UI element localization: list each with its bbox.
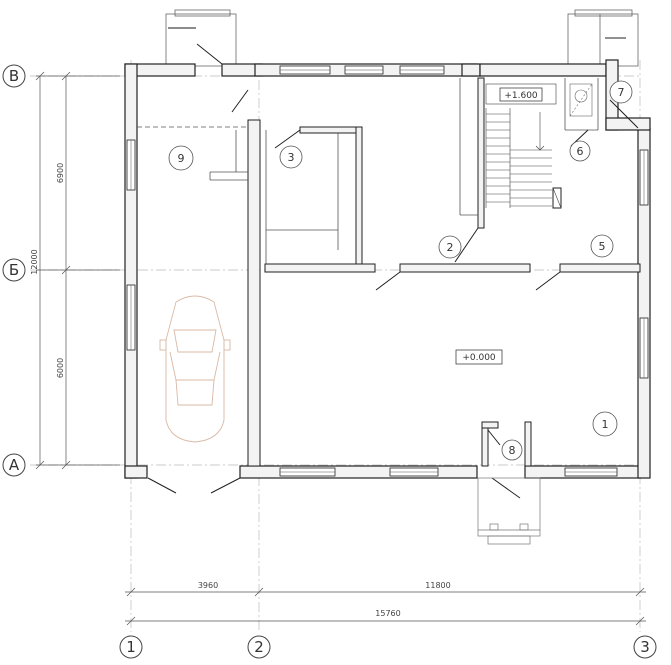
axis-marker-row-a: А	[2, 453, 26, 477]
window-centerlines	[130, 69, 645, 473]
axis-marker-col-1: 1	[119, 635, 143, 659]
axis-marker-row-v: В	[2, 64, 26, 88]
axis-marker-col-2: 2	[247, 635, 271, 659]
room-number-9: 9	[178, 152, 185, 165]
entrance-porch	[477, 477, 541, 545]
room-number-7: 7	[618, 86, 625, 99]
room-number-2: 2	[447, 241, 454, 254]
axis-grid	[30, 60, 641, 632]
room-marker-1: 1	[592, 411, 618, 437]
axis-label-row-b: Б	[9, 261, 19, 279]
staircase	[485, 83, 562, 209]
axis-label-col-1: 1	[126, 638, 136, 656]
room-marker-8: 8	[501, 439, 523, 461]
room-number-8: 8	[509, 444, 516, 457]
dimension-left-lower: 6000	[56, 358, 65, 378]
dimension-bottom-right: 11800	[425, 581, 450, 590]
room-number-1: 1	[602, 418, 609, 431]
roof-features	[165, 9, 639, 67]
axis-label-col-2: 2	[254, 638, 264, 656]
room-marker-2: 2	[438, 235, 462, 259]
room-marker-5: 5	[590, 234, 614, 258]
thin-partitions	[137, 78, 599, 264]
axis-marker-col-3: 3	[633, 635, 657, 659]
level-stair-label: +1.600	[504, 91, 538, 101]
room-number-3: 3	[288, 151, 295, 164]
room-number-5: 5	[599, 240, 606, 253]
bottom-dimension-lines	[125, 587, 646, 626]
room-marker-7: 7	[609, 80, 633, 104]
bathroom-fixture	[569, 83, 593, 117]
dimension-bottom-left: 3960	[198, 581, 218, 590]
axis-label-row-v: В	[9, 67, 19, 85]
room-marker-3: 3	[279, 145, 303, 169]
doors	[147, 37, 639, 499]
level-ground-label: +0.000	[462, 353, 496, 363]
dimension-left-upper: 6900	[56, 163, 65, 183]
room-number-6: 6	[577, 145, 584, 158]
car-outline	[159, 295, 231, 443]
axis-marker-row-b: Б	[2, 258, 26, 282]
level-mark-stair: +1.600	[499, 87, 543, 102]
axis-label-col-3: 3	[640, 638, 650, 656]
room-marker-6: 6	[569, 140, 591, 162]
room-marker-9: 9	[168, 145, 194, 171]
level-mark-ground: +0.000	[455, 349, 503, 365]
left-dimension-lines	[35, 71, 120, 470]
axis-label-row-a: А	[9, 456, 20, 474]
dimension-left-total: 12000	[30, 249, 39, 274]
dimension-bottom-total: 15760	[375, 609, 400, 618]
interior-walls	[247, 77, 641, 467]
